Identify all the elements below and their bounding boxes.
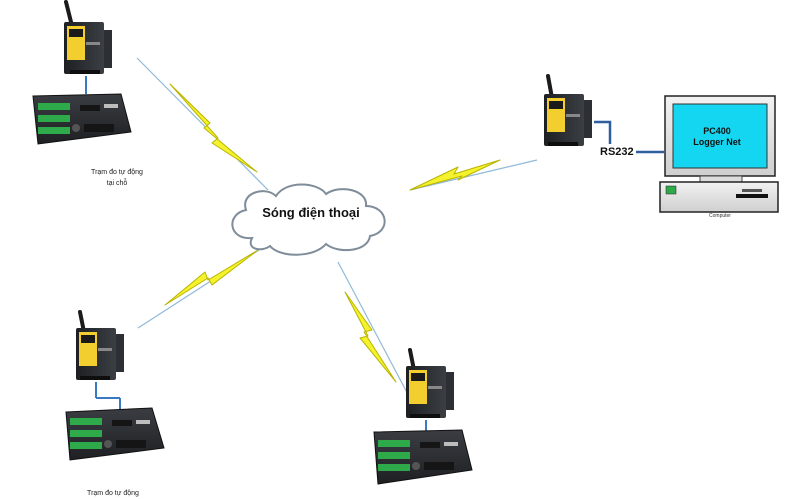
lightning-bolt-icon (344, 291, 397, 383)
base-gsm-modem (544, 74, 592, 146)
lightning-bolt-icon (164, 249, 259, 306)
lightning-bolt-icon (169, 83, 258, 173)
computer-caption: Computer (709, 213, 731, 219)
station-a-label: Trạm đo tự động tại chỗ (74, 167, 160, 189)
monitor-screen-text: PC400 Logger Net (677, 126, 757, 148)
station-b (65, 310, 165, 461)
computer (659, 95, 779, 213)
station-a-label-line1: Trạm đo tự động (91, 169, 143, 176)
screen-line-1: PC400 (703, 126, 731, 136)
data-logger (65, 407, 165, 461)
gsm-modem (76, 310, 124, 380)
station-a (32, 0, 132, 145)
cloud-shape (231, 183, 386, 256)
gsm-modem (64, 0, 112, 74)
radio-link-computer (409, 159, 538, 191)
data-logger (32, 93, 132, 145)
data-logger (373, 429, 473, 485)
computer-case (659, 181, 779, 213)
monitor (664, 95, 776, 183)
radio-link-station-a (136, 57, 269, 191)
screen-line-2: Logger Net (693, 137, 741, 147)
lightning-bolt-icon (409, 159, 501, 191)
station-b-label-line1: Trạm đo tự động (87, 490, 139, 497)
rs232-cable (594, 120, 664, 154)
station-b-label: Trạm đo tự động (70, 488, 156, 499)
radio-link-station-c (337, 261, 413, 403)
lightning-bolts (164, 83, 501, 383)
station-c (373, 348, 473, 485)
cloud-label: Sóng điện thoại (262, 205, 360, 220)
radio-links (136, 57, 538, 403)
rs232-label: RS232 (600, 146, 634, 158)
station-a-label-line2: tại chỗ (106, 180, 128, 187)
gsm-modem (406, 348, 454, 418)
